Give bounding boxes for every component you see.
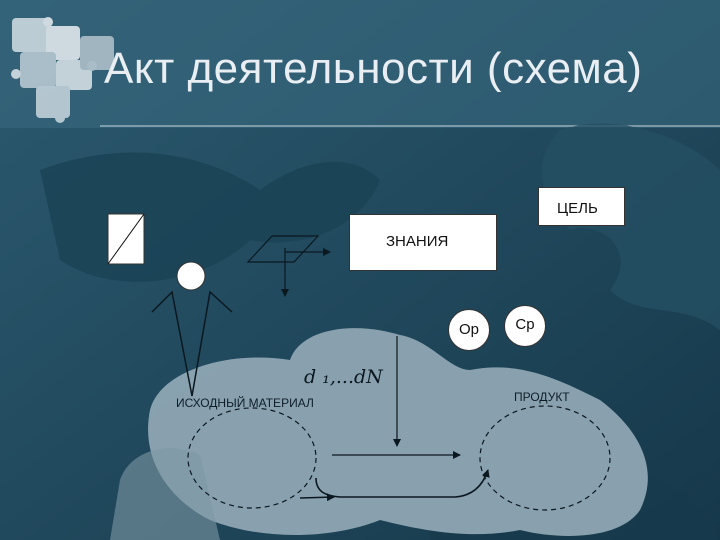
op-circle: Ор <box>448 309 490 351</box>
cp-circle: Ср <box>504 305 546 347</box>
tool-plane-icon <box>246 235 331 297</box>
transformation-arrow <box>315 469 490 498</box>
knowledge-label: ЗНАНИЯ <box>386 233 449 250</box>
product-label: ПРОДУКТ <box>514 390 570 404</box>
cp-label: Ср <box>515 316 535 333</box>
goal-label: ЦЕЛЬ <box>557 200 598 217</box>
source-material-ellipse <box>187 407 317 509</box>
subject-square-icon <box>107 213 145 265</box>
op-label: Ор <box>458 321 479 338</box>
transformation-arrow-start <box>299 493 335 502</box>
operations-label: d ₁,...dN <box>304 366 383 388</box>
slide-title: Акт деятельности (схема) <box>104 44 643 93</box>
product-ellipse <box>479 405 611 511</box>
goal-box: ЦЕЛЬ <box>538 187 625 226</box>
knowledge-box: ЗНАНИЯ <box>349 214 497 271</box>
source-material-label: ИСХОДНЫЙ МАТЕРИАЛ <box>176 396 314 410</box>
subject-figure-icon <box>151 261 233 397</box>
